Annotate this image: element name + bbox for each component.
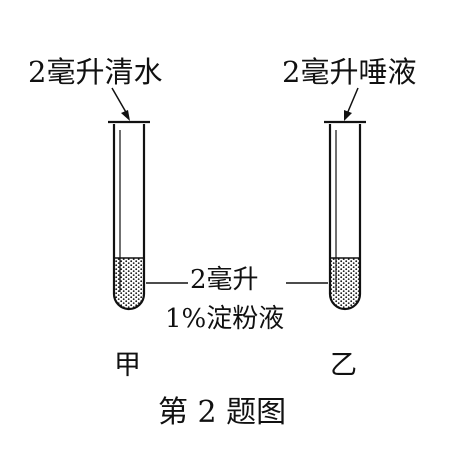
left-tube-label-water: 2毫升清水 — [28, 55, 163, 89]
starch-solution-label: 1%淀粉液 — [165, 304, 285, 334]
right-tube-name: 乙 — [330, 350, 357, 381]
left-pointer-arrow — [111, 87, 130, 121]
right-tube-liquid — [330, 258, 360, 309]
starch-volume-label: 2毫升 — [190, 265, 259, 295]
left-tube-outline — [112, 124, 146, 311]
left-tube-name: 甲 — [114, 350, 141, 381]
left-arrowhead — [121, 110, 130, 121]
right-tube-label-saliva: 2毫升唾液 — [282, 55, 417, 89]
right-arrowhead — [344, 110, 352, 121]
left-tube-liquid — [114, 258, 144, 309]
right-tube-outline — [328, 124, 362, 311]
figure-caption: 第 2 题图 — [158, 395, 287, 430]
left-test-tube — [108, 120, 150, 311]
right-pointer-arrow — [344, 87, 359, 121]
right-test-tube — [324, 120, 366, 311]
